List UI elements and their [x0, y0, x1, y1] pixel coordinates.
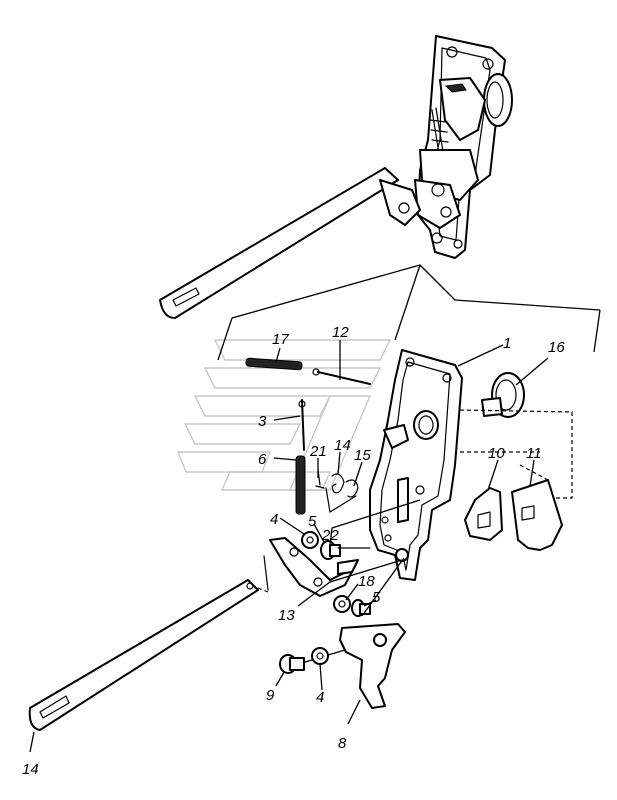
- part-4-washer-lower: [311, 647, 329, 665]
- callout-3: 3: [258, 413, 267, 430]
- top-rod: [159, 167, 399, 319]
- callout-11: 11: [526, 445, 542, 462]
- part-1-lock-plate: [369, 349, 463, 581]
- callout-18: 18: [358, 573, 375, 590]
- callout-4-lower: 4: [316, 689, 324, 706]
- view-bracket: [217, 264, 601, 361]
- callout-4-upper: 4: [270, 511, 278, 528]
- callout-15: 15: [354, 447, 371, 464]
- part-5-screw-upper: [320, 540, 341, 560]
- part-4-washer-upper: [301, 531, 319, 549]
- part-17-spring: [245, 357, 303, 371]
- callout-17: 17: [272, 331, 289, 348]
- callout-5-upper: 5: [308, 513, 317, 530]
- part-9-screw: [279, 654, 305, 674]
- part-14-lower-rod: [28, 579, 259, 731]
- callout-12: 12: [332, 324, 349, 341]
- callout-10: 10: [488, 445, 505, 462]
- parts-21-14-15-clips: [315, 469, 359, 513]
- callout-5-lower: 5: [372, 589, 381, 606]
- part-3-pin: [298, 399, 306, 451]
- leader-lines: [29, 340, 549, 753]
- assembled-lock-view: [159, 35, 513, 319]
- callout-22: 22: [321, 527, 339, 544]
- part-13-lever: [269, 537, 359, 597]
- callout-9: 9: [266, 687, 275, 704]
- part-8-bracket: [339, 623, 406, 709]
- callout-8: 8: [338, 735, 347, 752]
- callout-14-upper: 14: [334, 437, 351, 454]
- callout-13: 13: [278, 607, 295, 624]
- part-10-cam: [464, 487, 503, 541]
- callout-14-lower: 14: [22, 761, 39, 778]
- callout-16: 16: [548, 339, 565, 356]
- callout-1: 1: [503, 335, 511, 352]
- callout-21: 21: [309, 443, 327, 460]
- callout-6: 6: [258, 451, 267, 468]
- part-6-spring: [295, 455, 306, 515]
- part-12-rod: [317, 371, 371, 385]
- part-11-plate: [511, 479, 563, 551]
- top-lock-plate: [417, 35, 506, 259]
